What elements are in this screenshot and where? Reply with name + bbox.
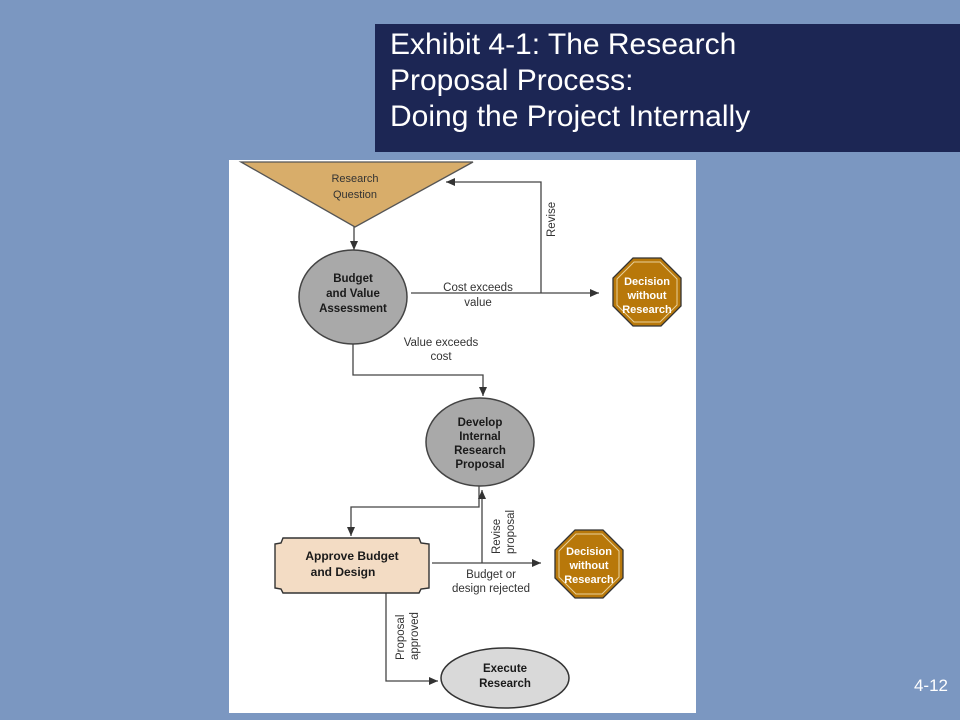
develop-line2: Internal — [459, 431, 501, 443]
budget-line3: Assessment — [319, 303, 387, 315]
edge-proposal-approved — [385, 592, 438, 685]
label-revise: Revise — [546, 202, 558, 237]
decision1-line2: without — [626, 290, 666, 302]
approve-line2: and Design — [311, 565, 376, 579]
edge-develop-to-approve — [347, 481, 480, 536]
slide-title: Exhibit 4-1: The Research Proposal Proce… — [375, 24, 960, 152]
label-proposal-approved-2: approved — [409, 612, 421, 660]
budget-line2: and Value — [326, 288, 380, 300]
label-revise-proposal-2: proposal — [505, 510, 517, 554]
title-line-2: Proposal Process: — [390, 64, 634, 97]
label-value-exceeds-1: Value exceeds — [404, 337, 479, 349]
decision1-line1: Decision — [624, 276, 670, 288]
decision2-line1: Decision — [566, 546, 612, 558]
label-revise-proposal-1: Revise — [491, 519, 503, 554]
approve-line1: Approve Budget — [305, 549, 398, 563]
budget-line1: Budget — [333, 273, 373, 285]
flowchart: Research Question Budget and Value Asses… — [238, 161, 682, 709]
develop-proposal-node: Develop Internal Research Proposal — [425, 397, 535, 487]
execute-line1: Execute — [483, 663, 527, 675]
execute-research-node: Execute Research — [440, 647, 570, 709]
develop-line4: Proposal — [455, 459, 504, 471]
decision-octagon-1: Decision without Research — [612, 257, 682, 327]
slide-number: 4-12 — [913, 676, 948, 695]
label-cost-exceeds-2: value — [464, 297, 492, 309]
title-line-3: Doing the Project Internally — [390, 100, 751, 133]
decision1-line3: Research — [622, 304, 672, 316]
decision-octagon-2: Decision without Research — [554, 529, 624, 599]
execute-line2: Research — [479, 678, 531, 690]
label-budget-rejected-1: Budget or — [466, 569, 516, 581]
research-question-node: Research Question — [238, 161, 474, 228]
edge-labels: Revise Cost exceeds value Value exceeds … — [395, 202, 558, 660]
research-question-line2: Question — [333, 189, 377, 201]
flowchart-panel: Research Question Budget and Value Asses… — [229, 160, 696, 713]
approve-budget-node: Approve Budget and Design — [274, 537, 430, 594]
edges — [347, 178, 599, 685]
title-line-1: Exhibit 4-1: The Research — [390, 28, 737, 61]
develop-line3: Research — [454, 445, 506, 457]
label-budget-rejected-2: design rejected — [452, 583, 530, 595]
edge-value-exceeds — [352, 342, 487, 396]
edge-revise-loop — [446, 178, 542, 293]
label-value-exceeds-2: cost — [430, 351, 452, 363]
decision2-line3: Research — [564, 574, 614, 586]
label-cost-exceeds-1: Cost exceeds — [443, 282, 513, 294]
decision2-line2: without — [568, 560, 608, 572]
budget-assessment-node: Budget and Value Assessment — [298, 249, 408, 345]
label-proposal-approved-1: Proposal — [395, 615, 407, 660]
develop-line1: Develop — [458, 417, 503, 429]
research-question-line1: Research — [331, 173, 378, 185]
